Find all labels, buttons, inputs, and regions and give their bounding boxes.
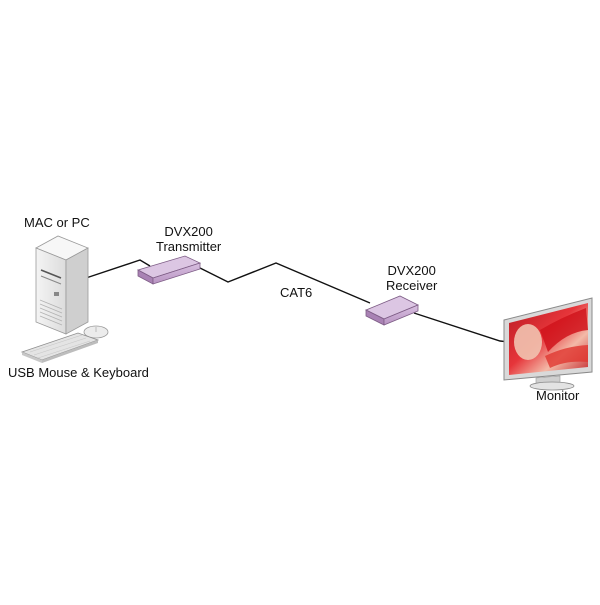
computer-tower-icon — [35, 235, 89, 335]
mouse-icon — [83, 325, 109, 339]
transmitter-label-line1: DVX200 — [164, 224, 213, 239]
transmitter-label-line2: Transmitter — [156, 239, 222, 254]
receiver-label-line1: DVX200 — [387, 263, 436, 278]
computer-label: MAC or PC — [24, 215, 90, 230]
receiver-label-line2: Receiver — [386, 278, 438, 293]
transmitter-device-icon — [136, 255, 202, 285]
transmitter-label: DVX200 Transmitter — [156, 224, 221, 254]
keyboard-icon — [20, 332, 100, 363]
receiver-device-icon — [365, 295, 419, 326]
cat6-cable — [195, 262, 371, 304]
receiver-label: DVX200 Receiver — [386, 263, 437, 293]
monitor-icon — [503, 297, 593, 391]
monitor-label: Monitor — [536, 388, 580, 403]
peripherals-label: USB Mouse & Keyboard — [8, 365, 149, 380]
usb-cable — [85, 259, 151, 279]
cable-label: CAT6 — [280, 285, 313, 300]
